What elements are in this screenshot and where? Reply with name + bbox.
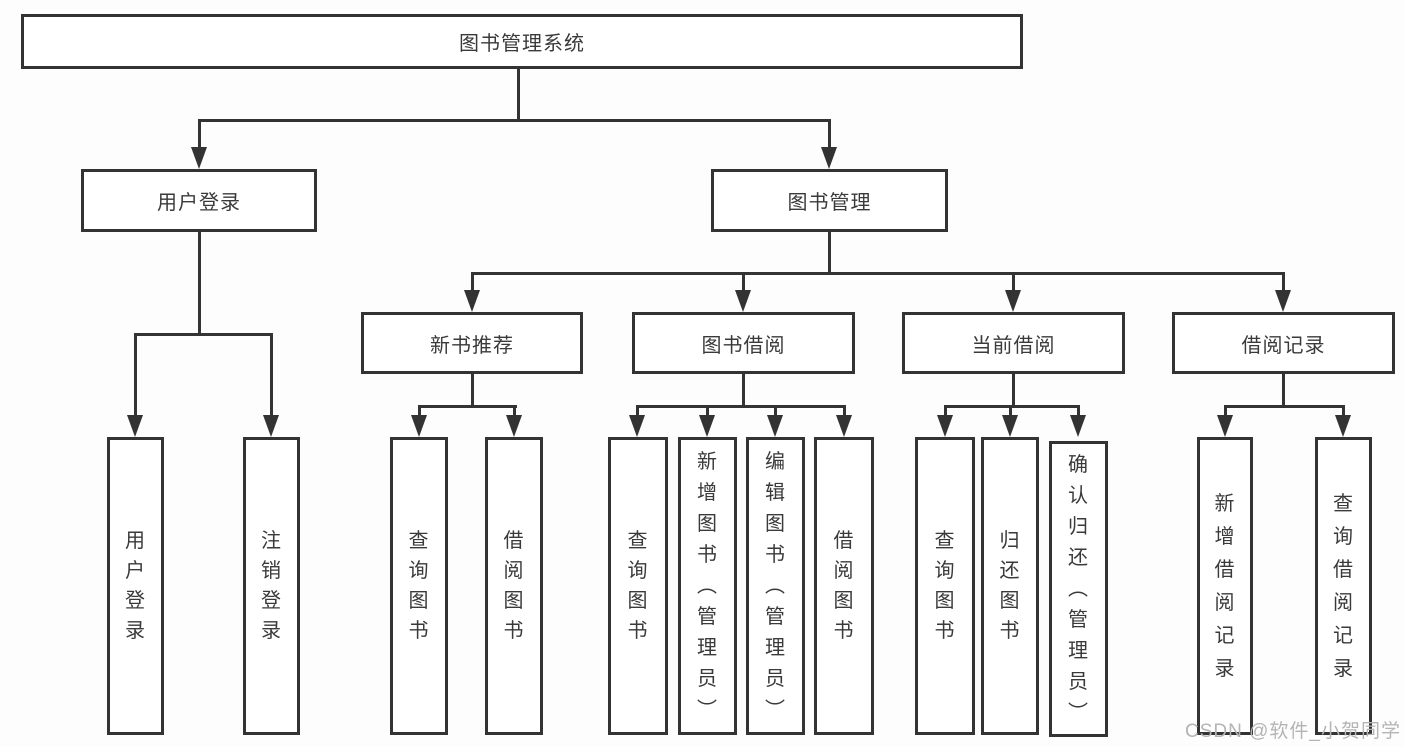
arrowhead-down-icon bbox=[1275, 290, 1291, 312]
node-user-login: 用户登录 bbox=[81, 169, 317, 232]
arrowhead-down-icon bbox=[821, 147, 837, 169]
connector-line bbox=[1077, 405, 1080, 417]
connector-line bbox=[843, 405, 846, 417]
connector-line bbox=[706, 405, 709, 417]
connector-line bbox=[1282, 272, 1285, 292]
leaf-query-books: 查询图书 bbox=[608, 437, 668, 735]
connector-line bbox=[1342, 405, 1345, 417]
leaf-query-books: 查询图书 bbox=[915, 437, 975, 735]
node-book-management-label: 图书管理 bbox=[787, 192, 872, 214]
connector-line bbox=[636, 405, 846, 408]
arrowhead-down-icon bbox=[191, 147, 207, 169]
connector-line bbox=[944, 405, 947, 417]
connector-line bbox=[471, 272, 1285, 275]
arrowhead-down-icon bbox=[1217, 415, 1233, 437]
connector-line bbox=[471, 374, 474, 408]
leaf-return-books: 归还图书 bbox=[981, 437, 1039, 735]
connector-line bbox=[270, 333, 273, 415]
node-book-borrow: 图书借阅 bbox=[632, 312, 855, 374]
node-user-login-label: 用户登录 bbox=[157, 192, 241, 214]
node-root-label: 图书管理系统 bbox=[459, 33, 585, 55]
arrowhead-down-icon bbox=[937, 415, 953, 437]
node-borrow-record-label: 借阅记录 bbox=[1241, 334, 1326, 357]
connector-line bbox=[828, 119, 831, 149]
connector-line bbox=[198, 119, 201, 149]
connector-line bbox=[1282, 374, 1285, 408]
connector-line bbox=[1009, 405, 1012, 417]
node-current-borrow: 当前借阅 bbox=[902, 312, 1125, 374]
node-root: 图书管理系统 bbox=[21, 14, 1023, 69]
arrowhead-down-icon bbox=[1335, 415, 1351, 437]
leaf-borrow-books: 借阅图书 bbox=[485, 437, 543, 735]
arrowhead-down-icon bbox=[1005, 290, 1021, 312]
connector-line bbox=[198, 232, 201, 336]
connector-line bbox=[134, 333, 137, 415]
connector-line bbox=[198, 119, 831, 122]
leaf-confirm-return-admin: 确认归还︵管理员︶ bbox=[1049, 441, 1108, 737]
connector-line bbox=[134, 333, 273, 336]
connector-line bbox=[1224, 405, 1227, 417]
arrowhead-down-icon bbox=[506, 415, 522, 437]
arrowhead-down-icon bbox=[735, 290, 751, 312]
arrowhead-down-icon bbox=[263, 415, 279, 437]
connector-line bbox=[636, 405, 639, 417]
leaf-query-books: 查询图书 bbox=[390, 437, 448, 735]
leaf-logout: 注销登录 bbox=[243, 437, 300, 735]
connector-line bbox=[1224, 405, 1345, 408]
connector-line bbox=[517, 69, 520, 121]
connector-line bbox=[471, 272, 474, 292]
connector-line bbox=[1012, 374, 1015, 408]
node-book-borrow-label: 图书借阅 bbox=[701, 334, 786, 357]
leaf-borrow-books: 借阅图书 bbox=[814, 437, 874, 735]
arrowhead-down-icon bbox=[767, 415, 783, 437]
leaf-add-borrow-record: 新增借阅记录 bbox=[1197, 437, 1253, 735]
arrowhead-down-icon bbox=[699, 415, 715, 437]
connector-line bbox=[513, 405, 516, 417]
arrowhead-down-icon bbox=[411, 415, 427, 437]
node-current-borrow-label: 当前借阅 bbox=[971, 334, 1056, 357]
connector-line bbox=[774, 405, 777, 417]
arrowhead-down-icon bbox=[127, 415, 143, 437]
connector-line bbox=[418, 405, 517, 408]
node-new-book-recommend-label: 新书推荐 bbox=[430, 334, 514, 357]
arrowhead-down-icon bbox=[464, 290, 480, 312]
watermark: CSDN @软件_小贺同学 bbox=[1185, 721, 1401, 742]
leaf-user-login: 用户登录 bbox=[107, 437, 164, 735]
leaf-edit-books-admin: 编辑图书︵管理员︶ bbox=[746, 437, 805, 735]
node-new-book-recommend: 新书推荐 bbox=[361, 312, 583, 374]
node-book-management: 图书管理 bbox=[711, 169, 948, 232]
arrowhead-down-icon bbox=[629, 415, 645, 437]
connector-line bbox=[742, 374, 745, 408]
arrowhead-down-icon bbox=[1070, 415, 1086, 437]
connector-line bbox=[742, 272, 745, 292]
node-borrow-record: 借阅记录 bbox=[1172, 312, 1395, 374]
connector-line bbox=[944, 405, 1080, 408]
leaf-query-borrow-record: 查询借阅记录 bbox=[1315, 437, 1372, 735]
arrowhead-down-icon bbox=[836, 415, 852, 437]
connector-line bbox=[828, 232, 831, 275]
connector-line bbox=[418, 405, 421, 417]
leaf-add-books-admin: 新增图书︵管理员︶ bbox=[678, 437, 737, 735]
arrowhead-down-icon bbox=[1002, 415, 1018, 437]
connector-line bbox=[1012, 272, 1015, 292]
